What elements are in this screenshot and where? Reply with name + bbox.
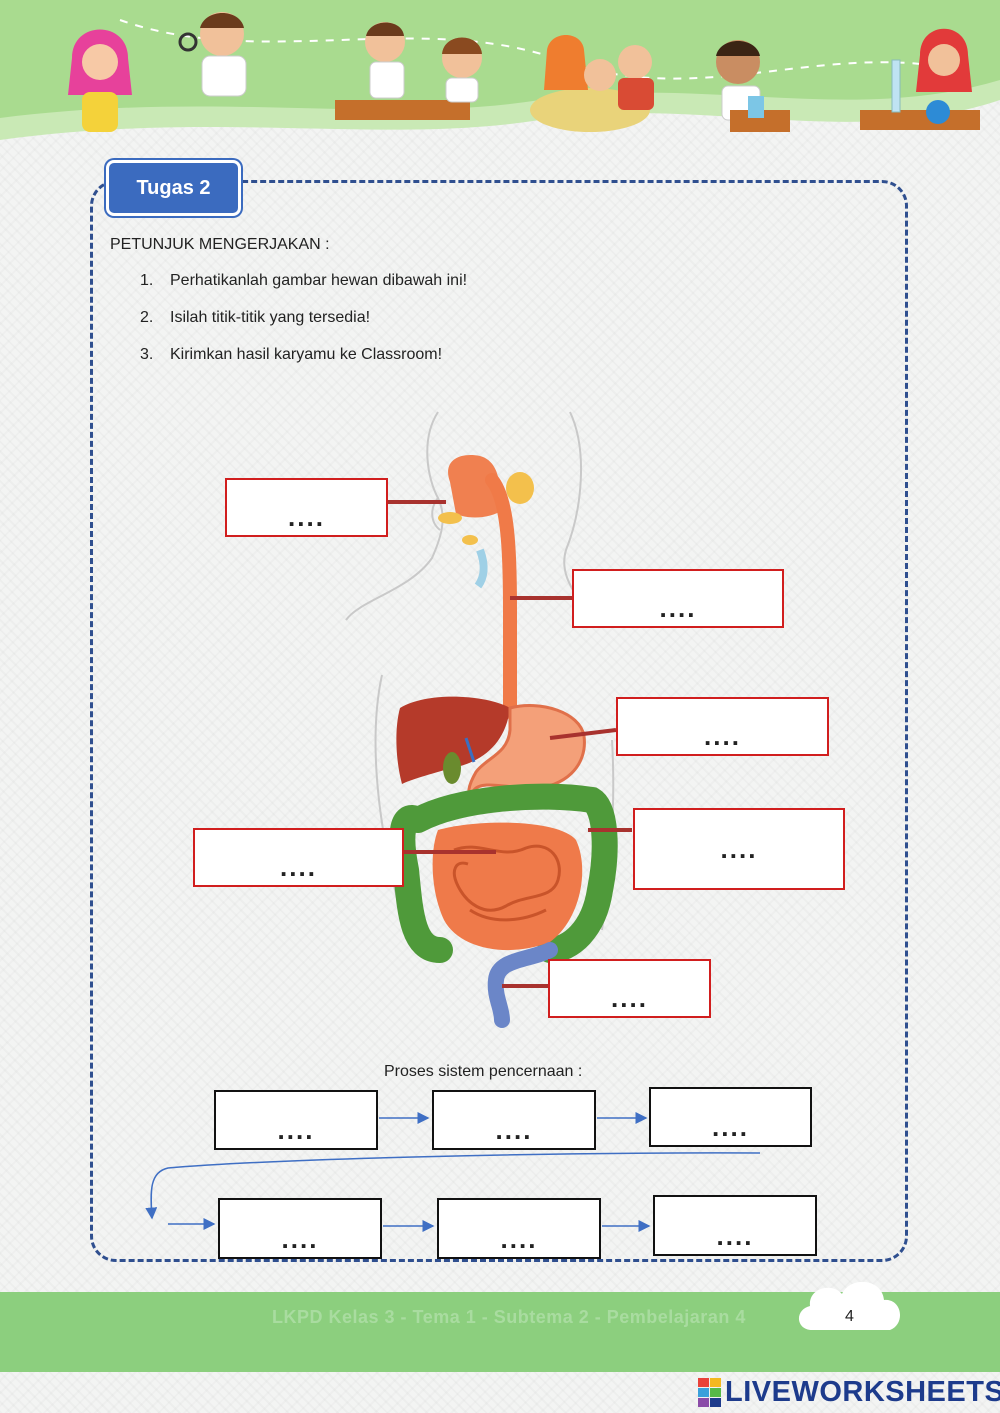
- brand-name: LIVEWORKSHEETS: [725, 1376, 1000, 1408]
- process-step-5[interactable]: ....: [437, 1198, 601, 1259]
- instruction-item: 2. Isilah titik-titik yang tersedia!: [140, 309, 467, 346]
- process-step-1[interactable]: ....: [214, 1090, 378, 1150]
- cloud-icon: [798, 1281, 901, 1330]
- liveworksheets-logo-icon: [698, 1377, 721, 1407]
- instruction-item: 3. Kirimkan hasil karyamu ke Classroom!: [140, 346, 467, 383]
- organ-label-stomach[interactable]: ....: [616, 697, 829, 756]
- instructions-list: 1. Perhatikanlah gambar hewan dibawah in…: [140, 272, 467, 383]
- organ-label-anus[interactable]: ....: [548, 959, 711, 1018]
- organ-label-large-intestine[interactable]: ....: [633, 808, 845, 890]
- process-title: Proses sistem pencernaan :: [384, 1063, 583, 1080]
- organ-label-small-intestine[interactable]: ....: [193, 828, 404, 887]
- girl-figure-2: [860, 28, 980, 130]
- process-step-6[interactable]: ....: [653, 1195, 817, 1256]
- girl-figure-1: [68, 29, 132, 132]
- instructions-title: PETUNJUK MENGERJAKAN :: [110, 236, 330, 253]
- page-number: 4: [845, 1308, 854, 1325]
- organ-label-esophagus[interactable]: ....: [572, 569, 784, 628]
- digestive-system-diagram: [345, 411, 632, 1028]
- instruction-text: Perhatikanlah gambar hewan dibawah ini!: [170, 272, 468, 289]
- boy-figure-2: [716, 40, 790, 132]
- instruction-text: Isilah titik-titik yang tersedia!: [170, 309, 371, 326]
- task-tab: Tugas 2: [106, 160, 241, 216]
- boy-figure-1: [178, 12, 247, 97]
- instruction-item: 1. Perhatikanlah gambar hewan dibawah in…: [140, 272, 467, 309]
- instruction-number: 1.: [140, 272, 154, 289]
- instruction-number: 3.: [140, 346, 154, 363]
- instruction-text: Kirimkan hasil karyamu ke Classroom!: [170, 346, 443, 363]
- group-scene: [530, 35, 654, 132]
- instruction-number: 2.: [140, 309, 154, 326]
- process-step-4[interactable]: ....: [218, 1198, 382, 1259]
- brand-watermark: LIVEWORKSHEETS: [698, 1376, 1000, 1409]
- task-frame: [90, 180, 908, 1262]
- children-illustration: [68, 12, 980, 132]
- process-step-3[interactable]: ....: [649, 1087, 812, 1147]
- footer-title: LKPD Kelas 3 - Tema 1 - Subtema 2 - Pemb…: [272, 1307, 746, 1327]
- organ-label-mouth[interactable]: ....: [225, 478, 388, 537]
- desk-scene-1: [335, 22, 482, 120]
- process-step-2[interactable]: ....: [432, 1090, 596, 1150]
